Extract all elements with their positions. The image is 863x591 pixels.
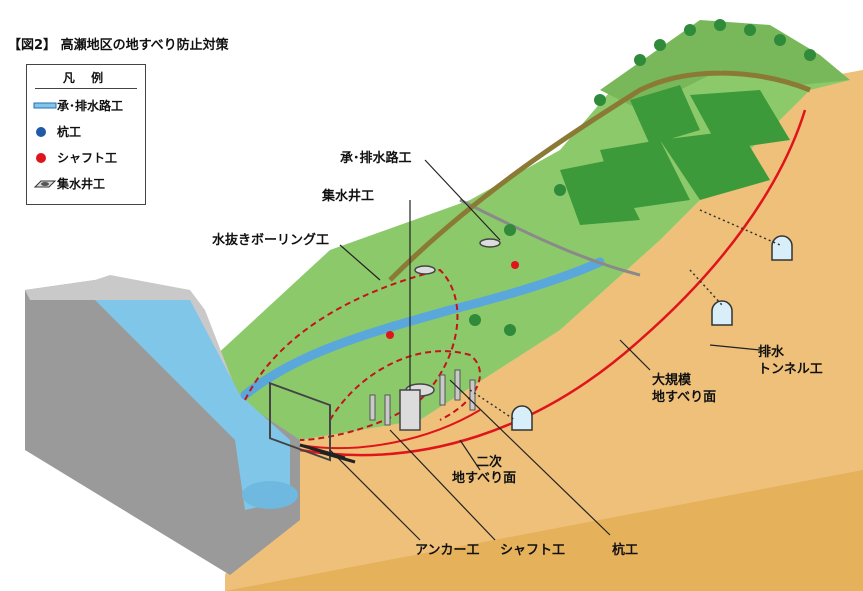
- ridge-ditch: [388, 70, 811, 282]
- legend-item-well: 集水井工: [33, 175, 105, 192]
- label-pile: 杭工: [612, 543, 639, 558]
- pile-structures: [369, 369, 476, 426]
- well-icon: [33, 178, 57, 190]
- label-drainage-channel: 承･排水路工: [340, 151, 412, 166]
- secondary-slide-dashed-line: [244, 268, 459, 441]
- blue-dot-icon: [33, 126, 57, 138]
- terraced-fields: [560, 85, 790, 225]
- label-large-slide-1: 大規模: [652, 373, 692, 388]
- red-dot-icon: [33, 152, 57, 164]
- drainage-channel-upper: [459, 198, 641, 277]
- collection-well-structures: [399, 238, 501, 431]
- label-collection-well: 集水井工: [322, 189, 375, 204]
- legend-label-well: 集水井工: [57, 177, 106, 191]
- legend-heading: 凡 例: [62, 71, 110, 85]
- label-drain-tunnel-1: 排水: [758, 345, 785, 360]
- spillway-basin: [242, 481, 298, 509]
- anchor-grid: [269, 381, 331, 462]
- shaft-markers: [386, 261, 519, 339]
- upper-forest-ground: [600, 20, 850, 110]
- label-secondary-slide-2: 地すべり面: [452, 471, 517, 486]
- label-large-slide-2: 地すべり面: [652, 390, 717, 405]
- legend-item-shaft: シャフト工: [33, 149, 117, 166]
- label-drain-tunnel-2: トンネル工: [758, 362, 823, 377]
- label-shaft: シャフト工: [500, 543, 566, 558]
- channel-icon: [33, 100, 57, 112]
- tunnel-dotted-lines: [469, 209, 781, 421]
- legend-label-shaft: シャフト工: [57, 151, 118, 165]
- reservoir-water: [95, 300, 290, 510]
- secondary-slide-surface: [299, 409, 481, 450]
- legend-label-pile: 杭工: [57, 125, 82, 139]
- label-drain-boring: 水抜きボーリング工: [212, 233, 330, 248]
- page-title: 【図2】 高瀬地区の地すべり防止対策: [8, 38, 229, 53]
- legend: 凡 例 承･排水路工 杭工 シャフト工 集水井工: [26, 64, 146, 205]
- drainage-tunnels: [511, 235, 793, 431]
- label-secondary-slide-1: 二次: [476, 455, 503, 470]
- legend-item-channel: 承･排水路工: [33, 97, 123, 114]
- dam-body: [25, 280, 300, 575]
- leader-lines: [329, 159, 761, 541]
- label-anchor: アンカー工: [415, 543, 480, 558]
- legend-item-pile: 杭工: [33, 123, 81, 140]
- large-slide-surface-line: [299, 109, 807, 457]
- legend-label-channel: 承･排水路工: [57, 99, 124, 113]
- soil-face: [225, 70, 863, 591]
- trees: [469, 19, 816, 336]
- legend-divider: [35, 88, 137, 89]
- drainage-channel: [240, 257, 605, 400]
